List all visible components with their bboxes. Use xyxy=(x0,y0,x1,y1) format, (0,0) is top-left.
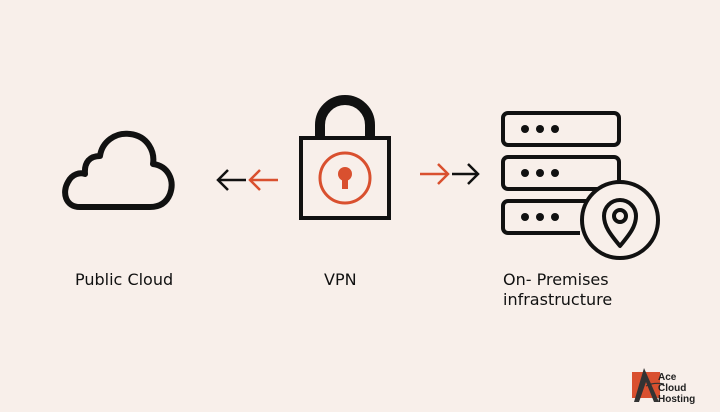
arrow-right-black-icon xyxy=(452,163,480,185)
cloud-icon xyxy=(62,130,175,210)
arrow-left-black-icon xyxy=(216,169,246,191)
on-premises-label-line1: On- Premises xyxy=(503,270,609,289)
arrows-to-cloud xyxy=(216,169,278,191)
logo-line3: Hosting xyxy=(658,394,696,405)
public-cloud-label: Public Cloud xyxy=(75,270,174,289)
server-location-icon xyxy=(501,111,660,260)
logo-mark-icon xyxy=(632,368,665,402)
logo-line2: Cloud xyxy=(658,383,687,394)
on-premises-label-line2: infrastructure xyxy=(503,290,613,309)
arrow-left-orange-icon xyxy=(248,169,278,191)
on-premises-label: On- Premises infrastructure xyxy=(503,270,612,310)
vpn-label: VPN xyxy=(324,270,357,289)
logo-line1: Ace xyxy=(658,372,677,383)
padlock-icon xyxy=(299,95,391,220)
ace-cloud-hosting-logo: Ace Cloud Hosting xyxy=(628,366,718,406)
arrow-right-orange-icon xyxy=(420,163,450,185)
arrows-to-servers xyxy=(420,163,480,185)
